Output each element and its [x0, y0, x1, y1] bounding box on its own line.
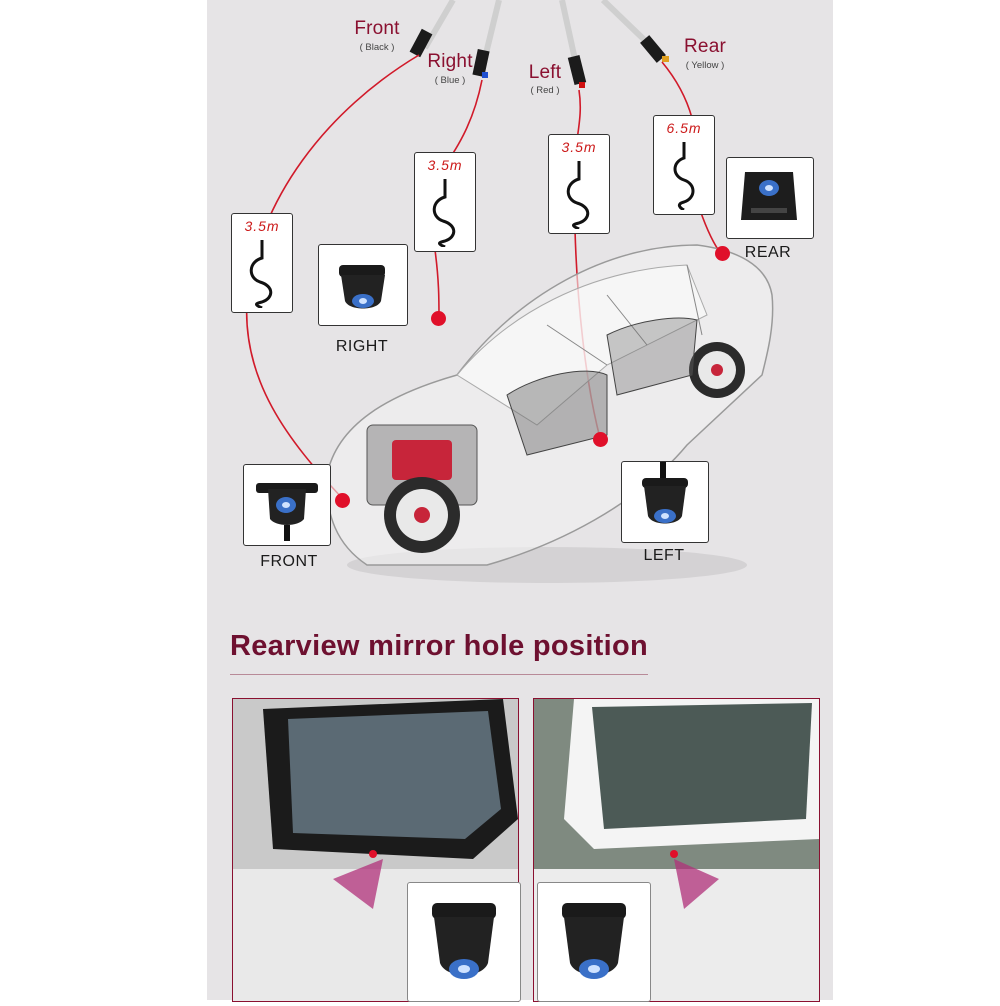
connector-color-left: ( Red ) [530, 85, 560, 96]
cable-length-front: 3.5m [244, 218, 280, 234]
camera-inset-1 [407, 882, 521, 1002]
camera-thumb-left [621, 461, 709, 543]
mount-dot-left [593, 432, 608, 447]
connector-color-rear: ( Yellow ) [685, 60, 725, 71]
transparent-car-illustration [326, 244, 774, 583]
connector-label-front: Front [354, 18, 400, 39]
camera-inset-2 [537, 882, 651, 1002]
coiled-cable-icon [566, 161, 590, 229]
side-mirror-photo [233, 699, 518, 1001]
camera-label-left: LEFT [643, 547, 685, 564]
cable-length-left: 3.5m [561, 139, 597, 155]
cable-box-rear: 6.5m [653, 115, 715, 215]
coiled-cable-icon [673, 142, 695, 210]
mirror-photo-left [232, 698, 519, 1002]
mount-dot-rear [715, 246, 730, 261]
rear-camera-icon [741, 172, 797, 220]
cable-box-front: 3.5m [231, 213, 293, 313]
camera-label-right: RIGHT [335, 338, 389, 355]
connector-label-left: Left [528, 62, 562, 83]
coiled-cable-icon [249, 240, 273, 308]
connector-plugs [409, 0, 669, 88]
cable-box-left: 3.5m [548, 134, 610, 234]
cable-length-rear: 6.5m [666, 120, 702, 136]
dome-camera-icon [339, 265, 385, 309]
mount-dot-right [431, 311, 446, 326]
cable-length-right: 3.5m [427, 157, 463, 173]
title-divider [230, 674, 648, 675]
camera-thumb-front [243, 464, 331, 546]
connector-label-right: Right [427, 51, 473, 72]
camera-label-rear: REAR [744, 244, 792, 261]
coiled-cable-icon [432, 179, 456, 247]
camera-thumb-right [318, 244, 408, 326]
mount-dot-front [335, 493, 350, 508]
camera-thumb-rear [726, 157, 814, 239]
front-camera-icon [256, 483, 318, 541]
section-title: Rearview mirror hole position [230, 630, 649, 662]
cable-box-right: 3.5m [414, 152, 476, 252]
dome-camera-icon [562, 903, 626, 979]
connector-label-rear: Rear [684, 36, 726, 57]
camera-label-front: FRONT [260, 553, 318, 570]
dome-camera-icon [642, 462, 688, 524]
side-mirror-photo [534, 699, 819, 1001]
dome-camera-icon [432, 903, 496, 979]
connector-color-front: ( Black ) [359, 42, 395, 53]
connector-color-right: ( Blue ) [434, 75, 466, 86]
